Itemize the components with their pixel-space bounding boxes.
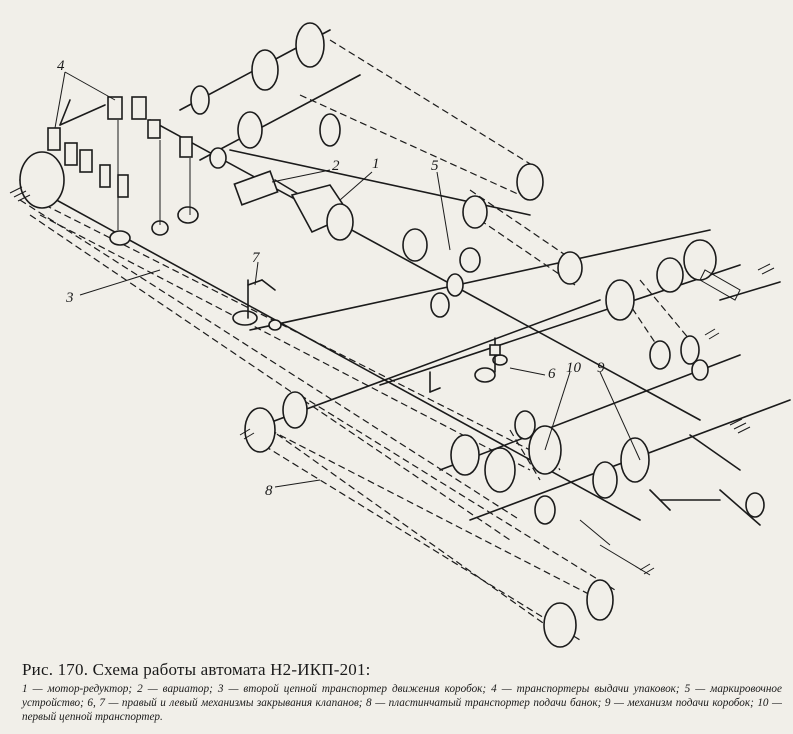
figure-legend: 1 — мотор-редуктор; 2 — вариатор; 3 — вт…: [22, 683, 782, 723]
mechanism-schematic: 1 2 3 4 5 6 7 8 9 10: [9, 22, 791, 648]
callout-10: 10: [566, 360, 582, 376]
motor-and-variator: [233, 170, 354, 241]
callout-8: 8: [265, 483, 273, 499]
chain-transporters: [19, 39, 691, 641]
closing-mechanisms: [247, 279, 501, 393]
delivery-transporters: [47, 96, 193, 230]
box-feed-mechanism: [579, 269, 781, 576]
figure-title: Рис. 170. Схема работы автомата Н2-ИКП-2…: [22, 660, 371, 679]
callout-1: 1: [372, 156, 380, 172]
callout-5: 5: [431, 158, 439, 174]
pulleys: [19, 22, 765, 648]
bearing-hatches: [9, 186, 775, 575]
callout-leaders: [54, 71, 641, 488]
figure-caption: Рис. 170. Схема работы автомата Н2-ИКП-2…: [22, 660, 782, 724]
callout-2: 2: [332, 158, 340, 174]
callout-6: 6: [548, 366, 556, 382]
callout-labels: 1 2 3 4 5 6 7 8 9 10: [57, 58, 605, 499]
callout-4: 4: [57, 58, 65, 74]
callout-7: 7: [252, 250, 261, 266]
callout-9: 9: [597, 360, 605, 376]
callout-3: 3: [65, 290, 74, 306]
